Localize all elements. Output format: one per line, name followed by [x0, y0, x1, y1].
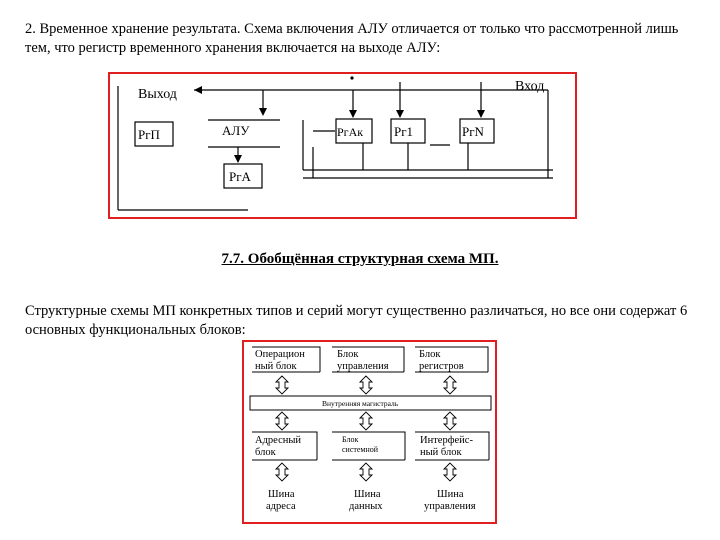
section-heading: 7.7. Обобщённая структурная схема МП.	[221, 251, 499, 267]
output-label: Выход	[138, 87, 177, 102]
reg-n-label: РгN	[462, 124, 485, 139]
reg-a-label: РгА	[229, 169, 252, 184]
diagram-frame	[242, 340, 497, 524]
reg-block-label-2: регистров	[419, 361, 464, 372]
reg-ak-label: РгАк	[337, 125, 363, 139]
section-intro-text: 2. Временное хранение результата. Схема …	[25, 21, 679, 56]
bus-data-label-2: данных	[349, 501, 383, 512]
diagram-frame	[108, 72, 577, 219]
bus-addr-label-2: адреса	[266, 501, 296, 512]
op-block-label-2: ный блок	[255, 361, 297, 372]
bus-ctrl-label-1: Шина	[437, 489, 464, 500]
reg-1-label: Рг1	[394, 124, 413, 139]
addr-block-label-1: Адресный	[255, 435, 301, 446]
op-block-label-1: Операцион	[255, 349, 305, 360]
alu-output-register-diagram: Выход Вход РгП АЛУ РгА РгАк Рг1 РгN	[108, 72, 578, 220]
reg-ak-box	[335, 118, 373, 144]
reg-block-label-1: Блок	[419, 349, 441, 360]
bus-data-label-1: Шина	[354, 489, 381, 500]
if-block-label-1: Интерфейс-	[420, 435, 473, 446]
alu-label: АЛУ	[222, 123, 250, 138]
if-block-label-2: ный блок	[420, 447, 462, 458]
reg-n-box	[459, 118, 495, 144]
section-text: Структурные схемы МП конкретных типов и …	[25, 303, 688, 338]
ctrl-block-label-1: Блок	[337, 349, 359, 360]
bus-ctrl-label-2: управления	[424, 501, 476, 512]
addr-block-label-2: блок	[255, 447, 277, 458]
sys-block-label-2: системной	[342, 445, 379, 454]
sys-block-label-1: Блок	[342, 435, 358, 444]
reg-a-box	[223, 163, 263, 189]
mp-structure-diagram: Операцион ный блок Блок управления Блок …	[242, 340, 498, 525]
input-label: Вход	[515, 79, 544, 94]
reg-pg-box	[134, 121, 174, 147]
ctrl-block-label-2: управления	[337, 361, 389, 372]
bus-addr-label-1: Шина	[268, 489, 295, 500]
internal-bus	[249, 395, 492, 411]
reg-pg-label: РгП	[138, 127, 160, 142]
internal-bus-label: Внутренняя магистраль	[322, 399, 399, 408]
